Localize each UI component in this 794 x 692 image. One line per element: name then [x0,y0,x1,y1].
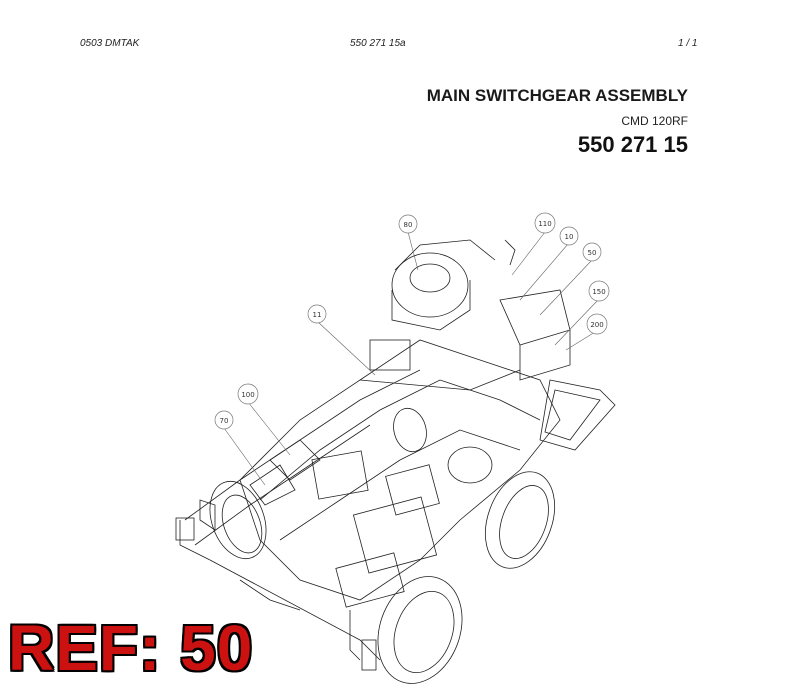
callout-70: 70 [214,410,234,430]
ref-label: REF: 50 [8,612,254,684]
svg-text:150: 150 [592,288,605,296]
machine-line-art [175,239,616,684]
assembly-title: MAIN SWITCHGEAR ASSEMBLY [426,86,688,105]
svg-text:50: 50 [588,249,597,257]
doc-code: 0503 DMTAK [80,38,140,49]
callout-100: 100 [237,383,259,405]
svg-text:70: 70 [220,417,229,425]
svg-text:10: 10 [565,233,574,241]
callout-200: 200 [586,313,608,335]
svg-text:200: 200 [590,321,603,329]
callout-80: 80 [398,214,418,234]
callout-10: 10 [559,226,579,246]
callout-150: 150 [588,280,610,302]
svg-text:11: 11 [313,311,322,319]
callout-110: 110 [534,212,556,234]
part-number: 550 271 15 [577,132,688,157]
callout-50: 50 [582,242,602,262]
callout-bubbles: 80 110 10 50 150 200 11 100 [214,212,610,430]
svg-text:110: 110 [538,220,551,228]
page-indicator: 1 / 1 [678,38,698,49]
model-name: CMD 120RF [621,114,688,128]
callout-leaders [223,231,599,486]
svg-text:100: 100 [241,391,254,399]
callout-11: 11 [307,304,327,324]
drawing-number: 550 271 15a [350,38,406,49]
svg-text:80: 80 [404,221,413,229]
